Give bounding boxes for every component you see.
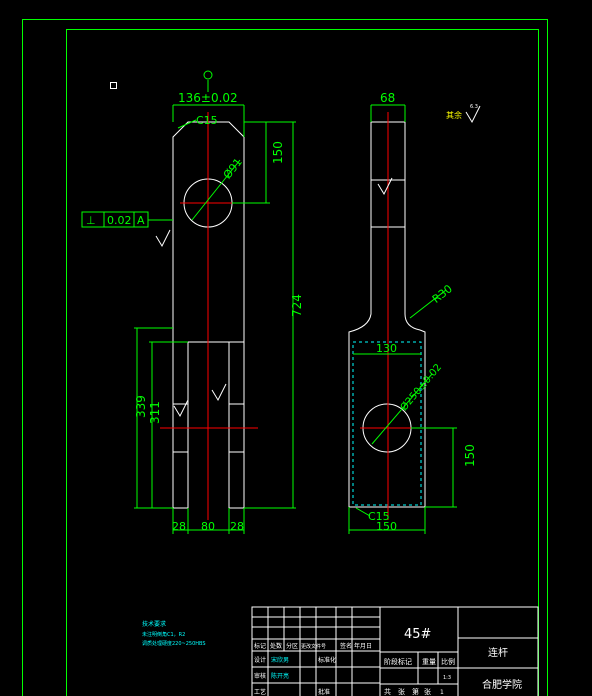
side-width-150-text: 150 — [376, 520, 397, 533]
front-centerlines — [160, 112, 258, 520]
front-hole-dia-text: Ø91 — [221, 156, 245, 182]
tb-row1-col6: 年月日 — [354, 642, 372, 650]
material-text: 45# — [404, 627, 431, 642]
scale-value-text: 1:3 — [443, 675, 451, 681]
stage-mark-label: 阶段标记 — [384, 657, 412, 666]
tb-row1-col3: 分区 — [286, 642, 298, 650]
sheet-label-2: 张 — [424, 687, 431, 696]
tb-row1-col5: 签名 — [340, 642, 352, 650]
reviewer-name: 陈开亮 — [271, 672, 289, 680]
roughness-value-text: 6.3 — [470, 104, 478, 110]
designer-label: 设计 — [254, 656, 266, 664]
hole-dia-leader — [191, 159, 241, 221]
side-height-150-text: 150 — [463, 444, 477, 467]
side-width-68-text: 68 — [380, 91, 395, 105]
side-outline — [348, 121, 426, 508]
side-roughness — [377, 105, 481, 196]
total-label: 共 — [384, 687, 391, 696]
tb-row1-col4: 更改文件号 — [301, 643, 326, 650]
approve-label: 批准 — [318, 688, 330, 696]
side-hole-dia-text: Ø250±0.02 — [398, 361, 444, 413]
weight-label: 重量 — [422, 658, 436, 666]
datum-letter-text: A — [137, 214, 145, 227]
roughness-symbol — [377, 177, 393, 196]
side-hidden-outline — [352, 341, 422, 506]
chamfer-leader — [355, 507, 371, 517]
side-radius-text: R30 — [430, 282, 455, 306]
part-name-text: 连杆 — [488, 646, 508, 659]
height-339-text: 339 — [134, 395, 148, 418]
front-roughness — [155, 229, 227, 418]
tech-req-line1: 未注明倒角C1，R2 — [142, 631, 185, 638]
height-150-text: 150 — [271, 141, 285, 164]
side-chamfer-text: C15 — [368, 510, 390, 523]
tech-req-line2: 调质处理硬度220~250HBS — [142, 640, 206, 647]
scale-label: 比例 — [441, 657, 455, 666]
side-centerlines — [360, 112, 416, 520]
length-724-text: 724 — [290, 294, 304, 317]
chamfer-leader — [177, 119, 197, 129]
side-view — [348, 121, 426, 508]
hole-dia-leader — [371, 373, 433, 445]
title-block — [251, 606, 539, 696]
title-block-frame — [251, 606, 539, 696]
roughness-symbol — [211, 383, 227, 402]
tb-row1-col1: 标记 — [254, 642, 266, 650]
roughness-symbol — [173, 399, 189, 418]
roughness-symbol — [155, 229, 171, 248]
datum-symbol-text: ⊥ — [86, 214, 96, 227]
front-chamfer-text: C15 — [196, 114, 218, 127]
page-label: 第 — [412, 687, 419, 696]
inner-border — [66, 29, 539, 696]
roughness-symbol — [465, 105, 481, 124]
front-dimensions — [81, 70, 296, 534]
flatness-dim-text: 136±0.02 — [178, 91, 238, 105]
side-dimensions — [348, 104, 457, 534]
flatness-symbol — [203, 70, 213, 80]
width-28-right-text: 28 — [230, 520, 244, 533]
tb-row1-col2: 处数 — [270, 642, 282, 650]
cursor-marker — [110, 82, 117, 89]
tech-req-title: 技术要求 — [142, 620, 166, 628]
outer-border — [22, 19, 548, 696]
radius-leader — [409, 289, 447, 319]
side-width-130-text: 130 — [376, 342, 397, 355]
school-text: 合肥学院 — [482, 678, 522, 691]
craft-label: 工艺 — [254, 688, 266, 696]
width-28-left-text: 28 — [172, 520, 186, 533]
width-80-text: 80 — [201, 520, 215, 533]
sheet-label: 张 — [398, 687, 405, 696]
datum-tolerance-text: 0.02 — [107, 214, 132, 227]
standard-label: 标准化 — [318, 656, 336, 664]
sheet-number-text: 1 — [440, 689, 444, 696]
designer-name: 宋欣男 — [271, 656, 289, 664]
datum-frame-box — [81, 211, 149, 228]
height-311-text: 311 — [148, 401, 162, 424]
roughness-note-text: 其余 — [446, 110, 462, 120]
reviewer-label: 审核 — [254, 672, 266, 680]
